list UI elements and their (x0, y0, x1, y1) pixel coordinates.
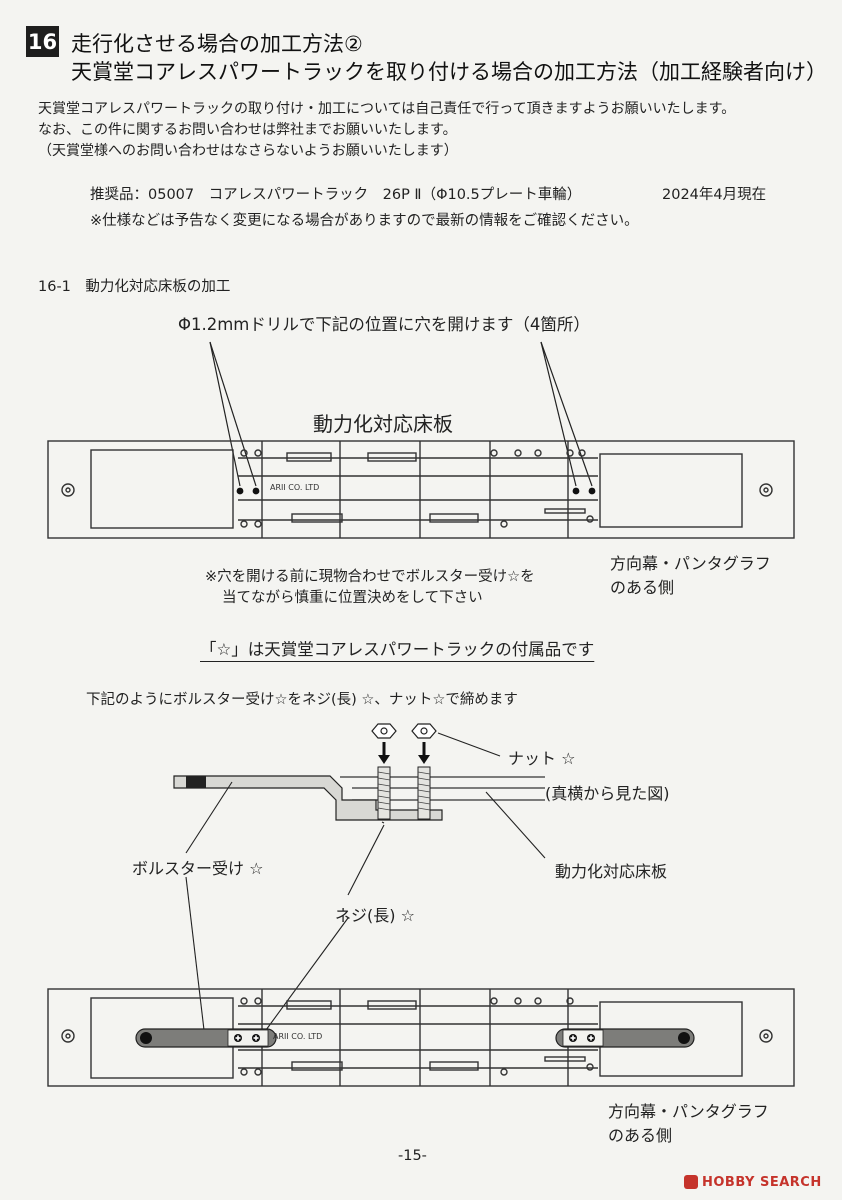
screw-crosses (235, 1035, 594, 1041)
screw-threads (377, 771, 431, 811)
section-number-badge: 16 (26, 26, 59, 57)
bolster-label: ボルスター受け ☆ (132, 859, 264, 878)
nut-shapes (371, 723, 437, 739)
bolster-side-shape (173, 775, 443, 821)
bolster-end-block (186, 776, 206, 788)
floor-plate-label: 動力化対応床板 (555, 862, 668, 881)
bolster-bar-left (135, 1028, 277, 1048)
recommended-product: 推奨品：05007 コアレスパワートラック 26P Ⅱ（Φ10.5プレート車輪） (90, 187, 582, 203)
intro-line-3: （天賞堂様へのお問い合わせはなさらないようお願いいたします） (38, 143, 458, 159)
nut-label: ナット ☆ (508, 749, 576, 768)
subsection-heading: 16-1 動力化対応床板の加工 (38, 279, 231, 295)
arrows (378, 742, 430, 764)
side-label-2-line-1: 方向幕・パンタグラフ (608, 1102, 769, 1121)
page-number: -15- (398, 1148, 427, 1164)
section-title: 走行化させる場合の加工方法② (71, 32, 363, 56)
side-view-label: (真横から見た図) (545, 784, 670, 803)
drill-instruction: Φ1.2mmドリルで下記の位置に穴を開けます（4箇所） (178, 315, 590, 334)
assembled-plate-outline (47, 988, 795, 1087)
side-label-1-line-1: 方向幕・パンタグラフ (610, 554, 771, 573)
watermark-text: HOBBY SEARCH (702, 1174, 822, 1190)
screw-shapes (377, 766, 431, 820)
intro-line-2: なお、この件に関するお問い合わせは弊社までお願いいたします。 (38, 122, 457, 138)
fasten-instruction: 下記のようにボルスター受け☆をネジ(長) ☆、ナット☆で締めます (86, 692, 518, 708)
side-label-1-line-2: のある側 (610, 578, 675, 597)
watermark: HOBBY SEARCH (684, 1171, 832, 1193)
intro-line-1: 天賞堂コアレスパワートラックの取り付け・加工については自己責任で行って頂きますよ… (38, 101, 736, 117)
bolster-bar-right (555, 1028, 695, 1048)
spec-change-note: ※仕様などは予告なく変更になる場合がありますので最新の情報をご確認ください。 (90, 213, 639, 229)
accessory-note: 「☆」は天賞堂コアレスパワートラックの付属品です (200, 640, 595, 659)
section-subtitle: 天賞堂コアレスパワートラックを取り付ける場合の加工方法（加工経験者向け） (71, 60, 827, 84)
leader-lines (185, 732, 546, 1031)
drill-pointer-lines (209, 341, 593, 487)
recommended-date: 2024年4月現在 (662, 187, 767, 203)
caution-line-1: ※穴を開ける前に現物合わせでボルスター受け☆を (205, 569, 535, 585)
drill-holes (236, 487, 596, 495)
floor-plate-outline (47, 440, 795, 539)
plate-marking-2: ARII CO. LTD (273, 1032, 323, 1041)
screw-label: ネジ(長) ☆ (335, 906, 415, 925)
watermark-logo-icon (684, 1175, 698, 1189)
caution-line-2: 当てながら慎重に位置決めをして下さい (222, 590, 483, 606)
floor-plate-title: 動力化対応床板 (313, 412, 453, 436)
plate-marking-1: ARII CO. LTD (270, 483, 320, 492)
side-label-2-line-2: のある側 (608, 1126, 673, 1145)
